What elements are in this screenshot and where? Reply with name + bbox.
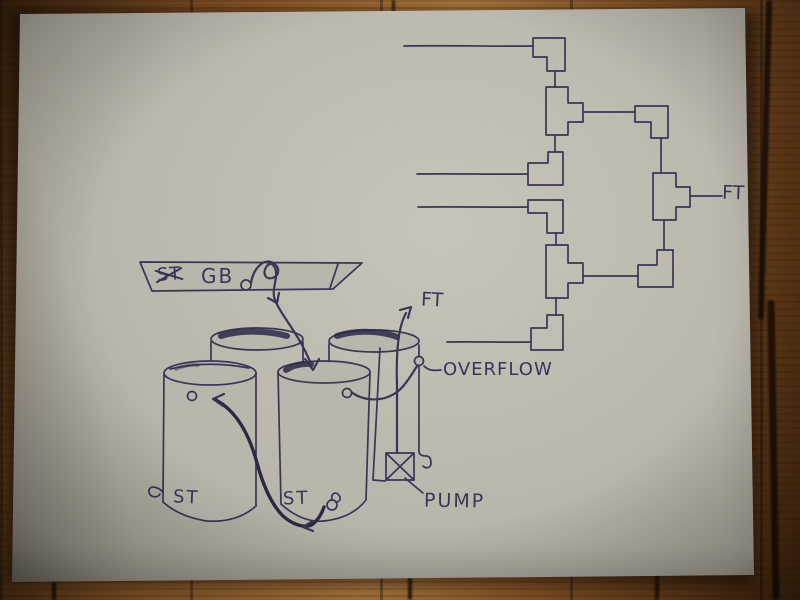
trough-outline (139, 261, 363, 292)
pump-discharge-pipe (395, 311, 408, 457)
recirculation-mid-arrowhead (301, 519, 315, 533)
elbow-fitting-down-1 (532, 37, 566, 72)
elbow-fitting-up-right (637, 249, 674, 288)
pump-suction-line (372, 347, 386, 482)
wood-crack (767, 299, 780, 600)
tank-left-spout (148, 486, 164, 498)
wood-plank-gap (392, 0, 395, 13)
elbow-fitting-up-2 (527, 151, 564, 186)
pump-label-pointer (404, 477, 424, 494)
tank-back-left-shading (218, 328, 290, 339)
overflow-label: OVERFLOW (443, 359, 553, 380)
pump-symbol (385, 452, 424, 494)
tank-front-left-body (162, 372, 257, 523)
front-tanks (162, 360, 371, 523)
tee-fitting-2 (545, 244, 584, 299)
tank-front-left-shading (174, 363, 200, 371)
tee-fitting-1 (545, 86, 584, 136)
tee-fitting-outlet (652, 172, 691, 221)
overflow-pipe-hook (418, 450, 432, 469)
pipe-manifold (403, 37, 723, 351)
overflow-hose (348, 364, 419, 401)
wood-plank-gap (655, 572, 659, 600)
tank-front-left-body-fill (163, 373, 256, 522)
trough-name-label: GB (201, 264, 235, 288)
manifold-outlet-ft-label: FT (721, 181, 745, 205)
piping (148, 305, 442, 533)
pump-box-x (385, 452, 415, 481)
gb-trough (139, 261, 363, 292)
bottom-port-hook (330, 492, 341, 503)
wood-crack (757, 0, 773, 321)
tank-front-left-top (163, 360, 257, 386)
wood-plank-gap (408, 574, 412, 600)
feed-line (249, 260, 321, 372)
overflow-label-pointer (423, 365, 442, 372)
tank-center-port (341, 387, 353, 399)
feed-end-arrowhead (303, 357, 321, 372)
tank-left-st-label: ST (172, 486, 200, 509)
tank-front-center-body (277, 371, 371, 523)
pump-label: PUMP (423, 489, 486, 513)
recirculation-hose (214, 398, 326, 528)
tank-left-port (186, 390, 198, 402)
pump-outlet-ft-label: FT (420, 288, 444, 312)
feed-mid-arrowhead (266, 291, 281, 305)
tank-front-center-body-fill (278, 372, 370, 522)
tank-center-st-label: ST (282, 487, 310, 510)
feed-curve-with-loop (249, 260, 314, 368)
elbow-fitting-down-right (634, 105, 669, 139)
recirculation-arrowhead (211, 392, 226, 408)
wood-plank-gap (52, 575, 56, 600)
trough-end-cap-line (329, 263, 339, 289)
back-tanks (210, 327, 420, 363)
tank-front-left-rim-line (169, 363, 250, 370)
trough-outlet-port (240, 279, 252, 291)
trough-strikethrough-label: ST (154, 263, 185, 286)
ft-arrowhead (398, 305, 413, 320)
overflow-port (413, 355, 425, 367)
elbow-fitting-down-3 (527, 199, 564, 234)
tank-back-right-shading (334, 328, 400, 340)
elbow-fitting-up-4 (530, 314, 564, 351)
